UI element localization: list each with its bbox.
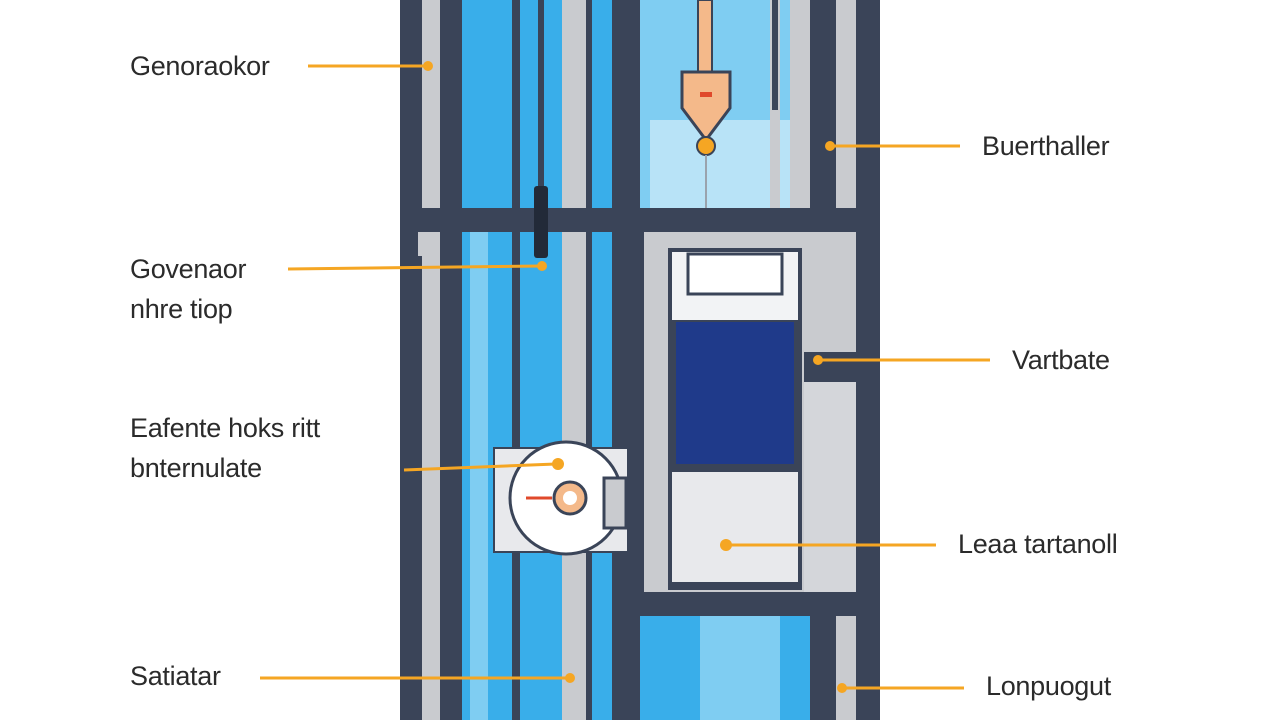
label-mid-right: Vartbate — [1012, 340, 1110, 380]
dot-bottom-right — [837, 683, 847, 693]
dot-top-left — [423, 61, 433, 71]
dot-lower-right — [720, 539, 732, 551]
hoist-counterweight — [680, 70, 732, 143]
label-mid-right-text: Vartbate — [1012, 345, 1110, 375]
rail-a — [512, 0, 520, 720]
left-glass-highlight — [470, 232, 488, 720]
dot-bottom-left — [565, 673, 575, 683]
label-brake-line-2: bnternulate — [130, 453, 262, 483]
leader-lines — [260, 64, 990, 690]
right-cable — [772, 0, 778, 110]
label-bottom-left: Satiatar — [130, 656, 221, 696]
dot-governor — [537, 261, 547, 271]
cabin-floor — [626, 592, 864, 612]
governor-cable — [538, 0, 544, 190]
rail-g — [790, 0, 810, 210]
leader-governor — [287, 264, 543, 271]
brake-hub-inner — [563, 491, 577, 505]
label-lower-right: Leaa tartanoll — [958, 524, 1118, 564]
rail-c — [586, 0, 592, 720]
hoist-rope — [697, 0, 713, 73]
hoist-hook — [696, 136, 716, 156]
label-brake-line-1: Eafente hoks ritt — [130, 413, 321, 443]
cabin-side-panel — [804, 382, 856, 592]
label-top-left: Genoraokor — [130, 46, 270, 86]
cabin-top-window — [686, 252, 784, 296]
label-top-right: Buerthaller — [982, 126, 1110, 166]
label-top-left-text: Genoraokor — [130, 51, 270, 81]
cabin-display — [676, 322, 794, 464]
label-bottom-right: Lonpuogut — [986, 666, 1111, 706]
dot-mid-right — [813, 355, 823, 365]
cabin-lower — [672, 472, 798, 582]
bottom-sky-glow — [700, 612, 780, 720]
label-governor-line-1: Govenaor — [130, 254, 247, 284]
label-lower-right-text: Leaa tartanoll — [958, 529, 1118, 559]
brake-clamp — [602, 476, 628, 530]
label-bottom-right-text: Lonpuogut — [986, 671, 1111, 701]
governor-weight — [534, 186, 548, 258]
frame-left-steel — [422, 0, 440, 720]
label-top-right-text: Buerthaller — [982, 131, 1110, 161]
dot-brake — [552, 458, 564, 470]
leader-dots — [423, 61, 847, 693]
rail-d — [612, 0, 624, 720]
label-bottom-left-text: Satiatar — [130, 661, 221, 691]
frame-left-inner — [440, 0, 462, 720]
label-brake: Eafente hoks ritt bnternulate — [130, 408, 320, 488]
dot-top-right — [825, 141, 835, 151]
label-governor-line-2: nhre tiop — [130, 294, 233, 324]
hoist-mark — [700, 92, 712, 97]
rail-b — [562, 0, 586, 720]
cross-beam-inset — [418, 232, 440, 256]
frame-left-outer — [400, 0, 422, 720]
label-governor: Govenaor nhre tiop — [130, 249, 246, 329]
leader-brake — [403, 462, 557, 472]
